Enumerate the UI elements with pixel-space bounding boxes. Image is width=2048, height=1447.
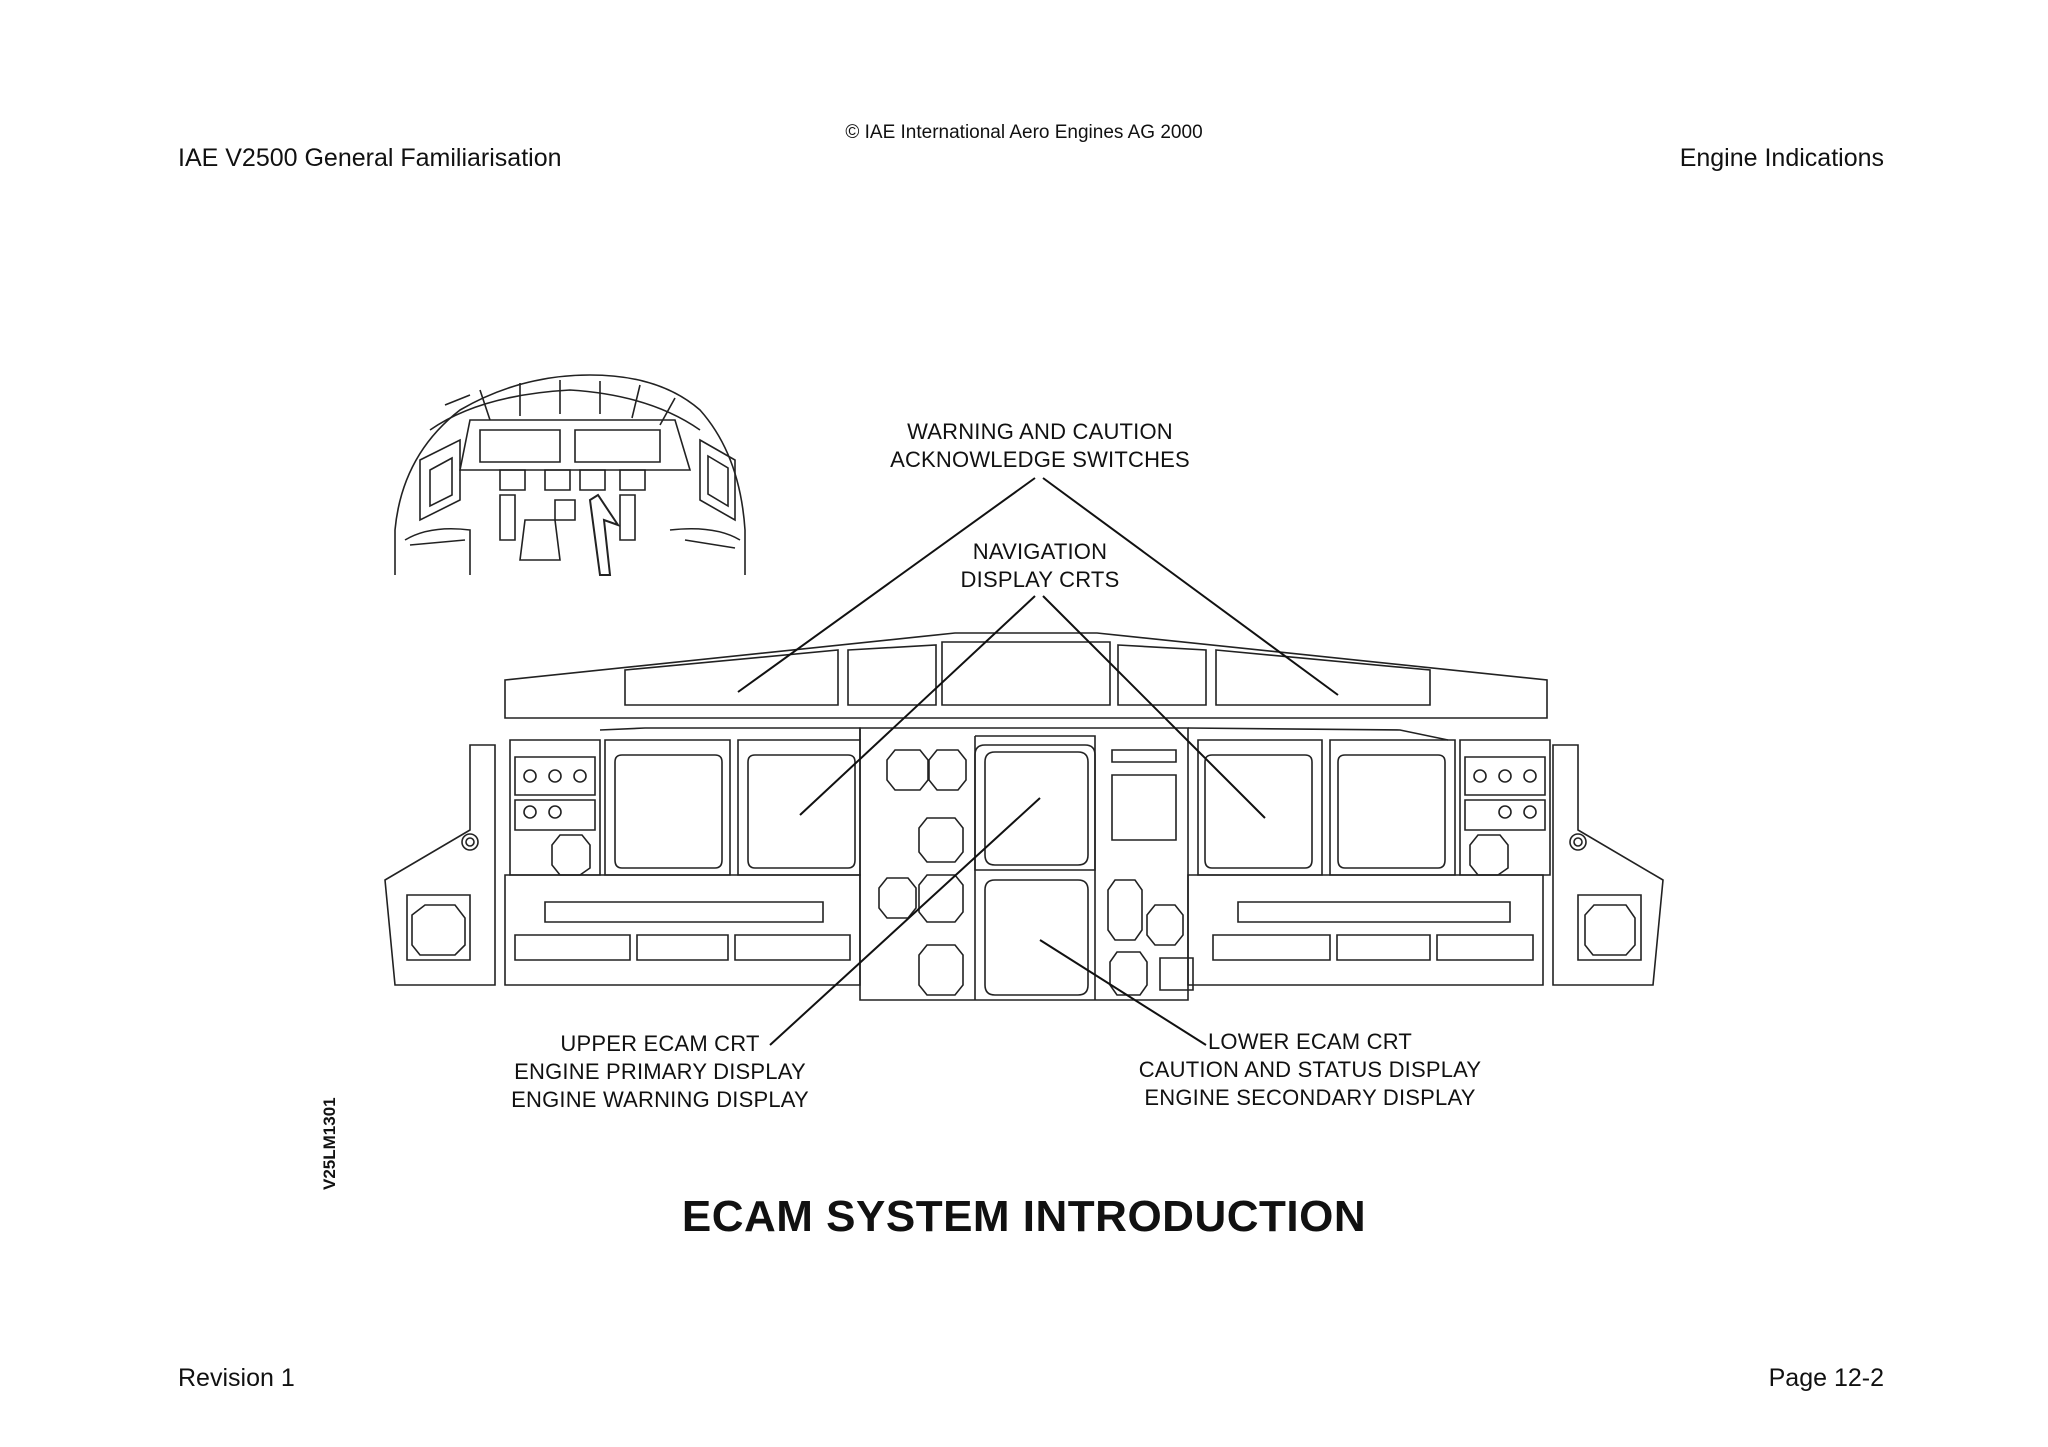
label-line: WARNING AND CAUTION bbox=[907, 419, 1173, 444]
label-warning-caution-switches: WARNING AND CAUTION ACKNOWLEDGE SWITCHES bbox=[850, 418, 1230, 474]
label-line: ENGINE PRIMARY DISPLAY bbox=[514, 1059, 806, 1084]
warning-leader-right bbox=[1043, 478, 1338, 695]
label-line: UPPER ECAM CRT bbox=[560, 1031, 760, 1056]
nav-leader-left bbox=[800, 596, 1035, 815]
header-copyright: © IAE International Aero Engines AG 2000 bbox=[845, 122, 1203, 143]
figure-title: ECAM SYSTEM INTRODUCTION bbox=[681, 1192, 1367, 1241]
leader-lines bbox=[738, 478, 1338, 1045]
lower-ecam-leader bbox=[1040, 940, 1206, 1045]
nav-leader-right bbox=[1043, 596, 1265, 818]
warning-leader-left bbox=[738, 478, 1035, 692]
label-lower-ecam: LOWER ECAM CRT CAUTION AND STATUS DISPLA… bbox=[1100, 1028, 1520, 1112]
main-instrument-panel bbox=[385, 728, 1663, 1000]
label-navigation-display: NAVIGATION DISPLAY CRTS bbox=[880, 538, 1200, 594]
figure-code: V25LM1301 bbox=[320, 1097, 339, 1190]
label-line: DISPLAY CRTS bbox=[960, 567, 1120, 592]
footer-revision: Revision 1 bbox=[178, 1364, 295, 1392]
upper-ecam-leader bbox=[770, 798, 1040, 1045]
cockpit-overview-inset bbox=[395, 375, 745, 575]
header-document-title: IAE V2500 General Familiarisation bbox=[178, 144, 562, 172]
label-line: CAUTION AND STATUS DISPLAY bbox=[1138, 1057, 1482, 1082]
label-line: NAVIGATION bbox=[972, 539, 1108, 564]
footer-page-number: Page 12-2 bbox=[1768, 1364, 1884, 1392]
label-line: LOWER ECAM CRT bbox=[1207, 1029, 1413, 1054]
glareshield-panel bbox=[505, 633, 1547, 718]
label-upper-ecam: UPPER ECAM CRT ENGINE PRIMARY DISPLAY EN… bbox=[470, 1030, 850, 1114]
header-section-title: Engine Indications bbox=[1679, 144, 1884, 172]
label-line: ENGINE WARNING DISPLAY bbox=[511, 1087, 809, 1112]
label-line: ACKNOWLEDGE SWITCHES bbox=[890, 447, 1190, 472]
label-line: ENGINE SECONDARY DISPLAY bbox=[1144, 1085, 1476, 1110]
